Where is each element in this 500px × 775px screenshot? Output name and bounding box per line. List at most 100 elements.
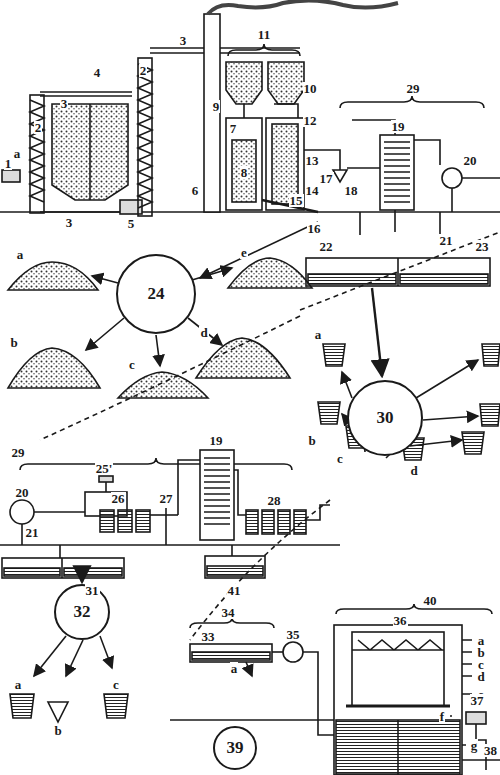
drawing-path	[34, 511, 85, 513]
drawing-line	[0, 211, 360, 213]
drawing-line	[92, 276, 118, 283]
drawing-path	[20, 458, 292, 470]
drawing-path	[450, 640, 472, 745]
drawing-line	[89, 104, 91, 200]
drawing-path	[178, 460, 200, 515]
circle-number: 30	[377, 408, 394, 428]
drawing-line	[61, 558, 63, 578]
drawing-path	[268, 62, 304, 104]
callout-number: 26	[111, 492, 126, 505]
drawing-rect	[262, 510, 274, 534]
drawing-path	[414, 140, 440, 165]
callout-number: 7	[229, 122, 238, 135]
drawing-line	[360, 211, 500, 213]
drawing-path	[323, 344, 345, 366]
drawing-rect	[334, 625, 462, 775]
process-circle: 32	[54, 584, 110, 640]
drawing-path	[150, 514, 178, 516]
drawing-path	[40, 316, 300, 440]
drawing-line	[34, 636, 66, 676]
drawing-line	[300, 232, 500, 310]
drawing-path	[480, 404, 500, 426]
callout-number: b	[53, 724, 62, 737]
drawing-path	[482, 344, 500, 366]
drawing-path	[352, 120, 395, 135]
callout-number: a	[314, 328, 323, 341]
callout-number: 35	[286, 628, 301, 641]
callout-number: b	[9, 336, 18, 349]
drawing-rect	[100, 510, 114, 532]
drawing-line	[416, 360, 478, 398]
drawing-line	[66, 640, 83, 676]
callout-number: 40	[423, 594, 438, 607]
drawing-path	[226, 62, 262, 104]
drawing-path	[10, 694, 34, 718]
process-circle: 30	[347, 380, 423, 456]
drawing-path	[303, 652, 335, 735]
circle-number: 39	[227, 738, 244, 758]
drawing-path	[8, 348, 100, 388]
drawing-rect	[204, 14, 220, 212]
drawing-rect	[336, 720, 460, 774]
process-circle: 39	[213, 726, 257, 770]
callout-number: 12	[303, 114, 318, 127]
drawing-line	[188, 318, 222, 345]
drawing-rect	[266, 118, 304, 210]
drawing-rect	[466, 712, 486, 724]
callout-number: 28	[267, 494, 282, 507]
callout-number: 18	[344, 184, 359, 197]
drawing-line	[86, 318, 124, 350]
drawing-rect	[272, 124, 298, 204]
callout-number: 33	[201, 630, 216, 643]
drawing-rect	[226, 118, 262, 210]
drawing-circle	[10, 500, 34, 524]
callout-number: a	[14, 678, 23, 691]
drawing-path	[48, 702, 68, 722]
drawing-rect	[278, 510, 290, 534]
callout-number: 2	[34, 121, 43, 134]
drawing-line	[40, 91, 132, 93]
drawing-rect	[4, 568, 60, 576]
drawing-rect	[308, 274, 396, 284]
callout-number: a	[230, 662, 239, 675]
drawing-line	[342, 372, 352, 398]
drawing-line	[156, 335, 160, 366]
callout-number: c	[336, 452, 344, 465]
drawing-line	[462, 759, 500, 761]
drawing-rect	[205, 556, 265, 578]
drawing-rect	[207, 566, 263, 576]
drawing-path	[204, 458, 230, 524]
callout-number: 38	[483, 744, 498, 757]
drawing-rect	[192, 652, 270, 660]
drawing-line	[81, 580, 83, 582]
circle-number: 32	[74, 602, 91, 622]
drawing-path	[384, 142, 410, 202]
callout-number: 21	[25, 526, 40, 539]
drawing-circle	[283, 642, 303, 662]
drawing-path	[336, 604, 492, 614]
drawing-path	[304, 150, 340, 170]
callout-number: 9	[212, 100, 221, 113]
callout-number: 3	[179, 34, 188, 47]
drawing-rect	[306, 258, 490, 286]
drawing-rect	[352, 632, 444, 706]
callout-number: b	[307, 434, 316, 447]
drawing-path	[462, 177, 500, 179]
callout-number: 36	[393, 614, 408, 627]
callout-number: 31	[85, 584, 100, 597]
callout-number: 16	[307, 222, 322, 235]
drawing-path	[360, 210, 440, 245]
callout-number: d	[409, 464, 418, 477]
callout-number: 20	[15, 486, 30, 499]
drawing-rect	[64, 568, 122, 576]
callout-number: 10	[303, 82, 318, 95]
callout-number: 15	[289, 194, 304, 207]
drawing-path	[104, 694, 128, 718]
callout-number: d	[476, 670, 485, 683]
drawing-path	[340, 96, 484, 108]
callout-number: 19	[209, 434, 224, 447]
drawing-circle	[442, 168, 462, 188]
drawing-path	[208, 0, 398, 14]
callout-number: 23	[475, 240, 490, 253]
